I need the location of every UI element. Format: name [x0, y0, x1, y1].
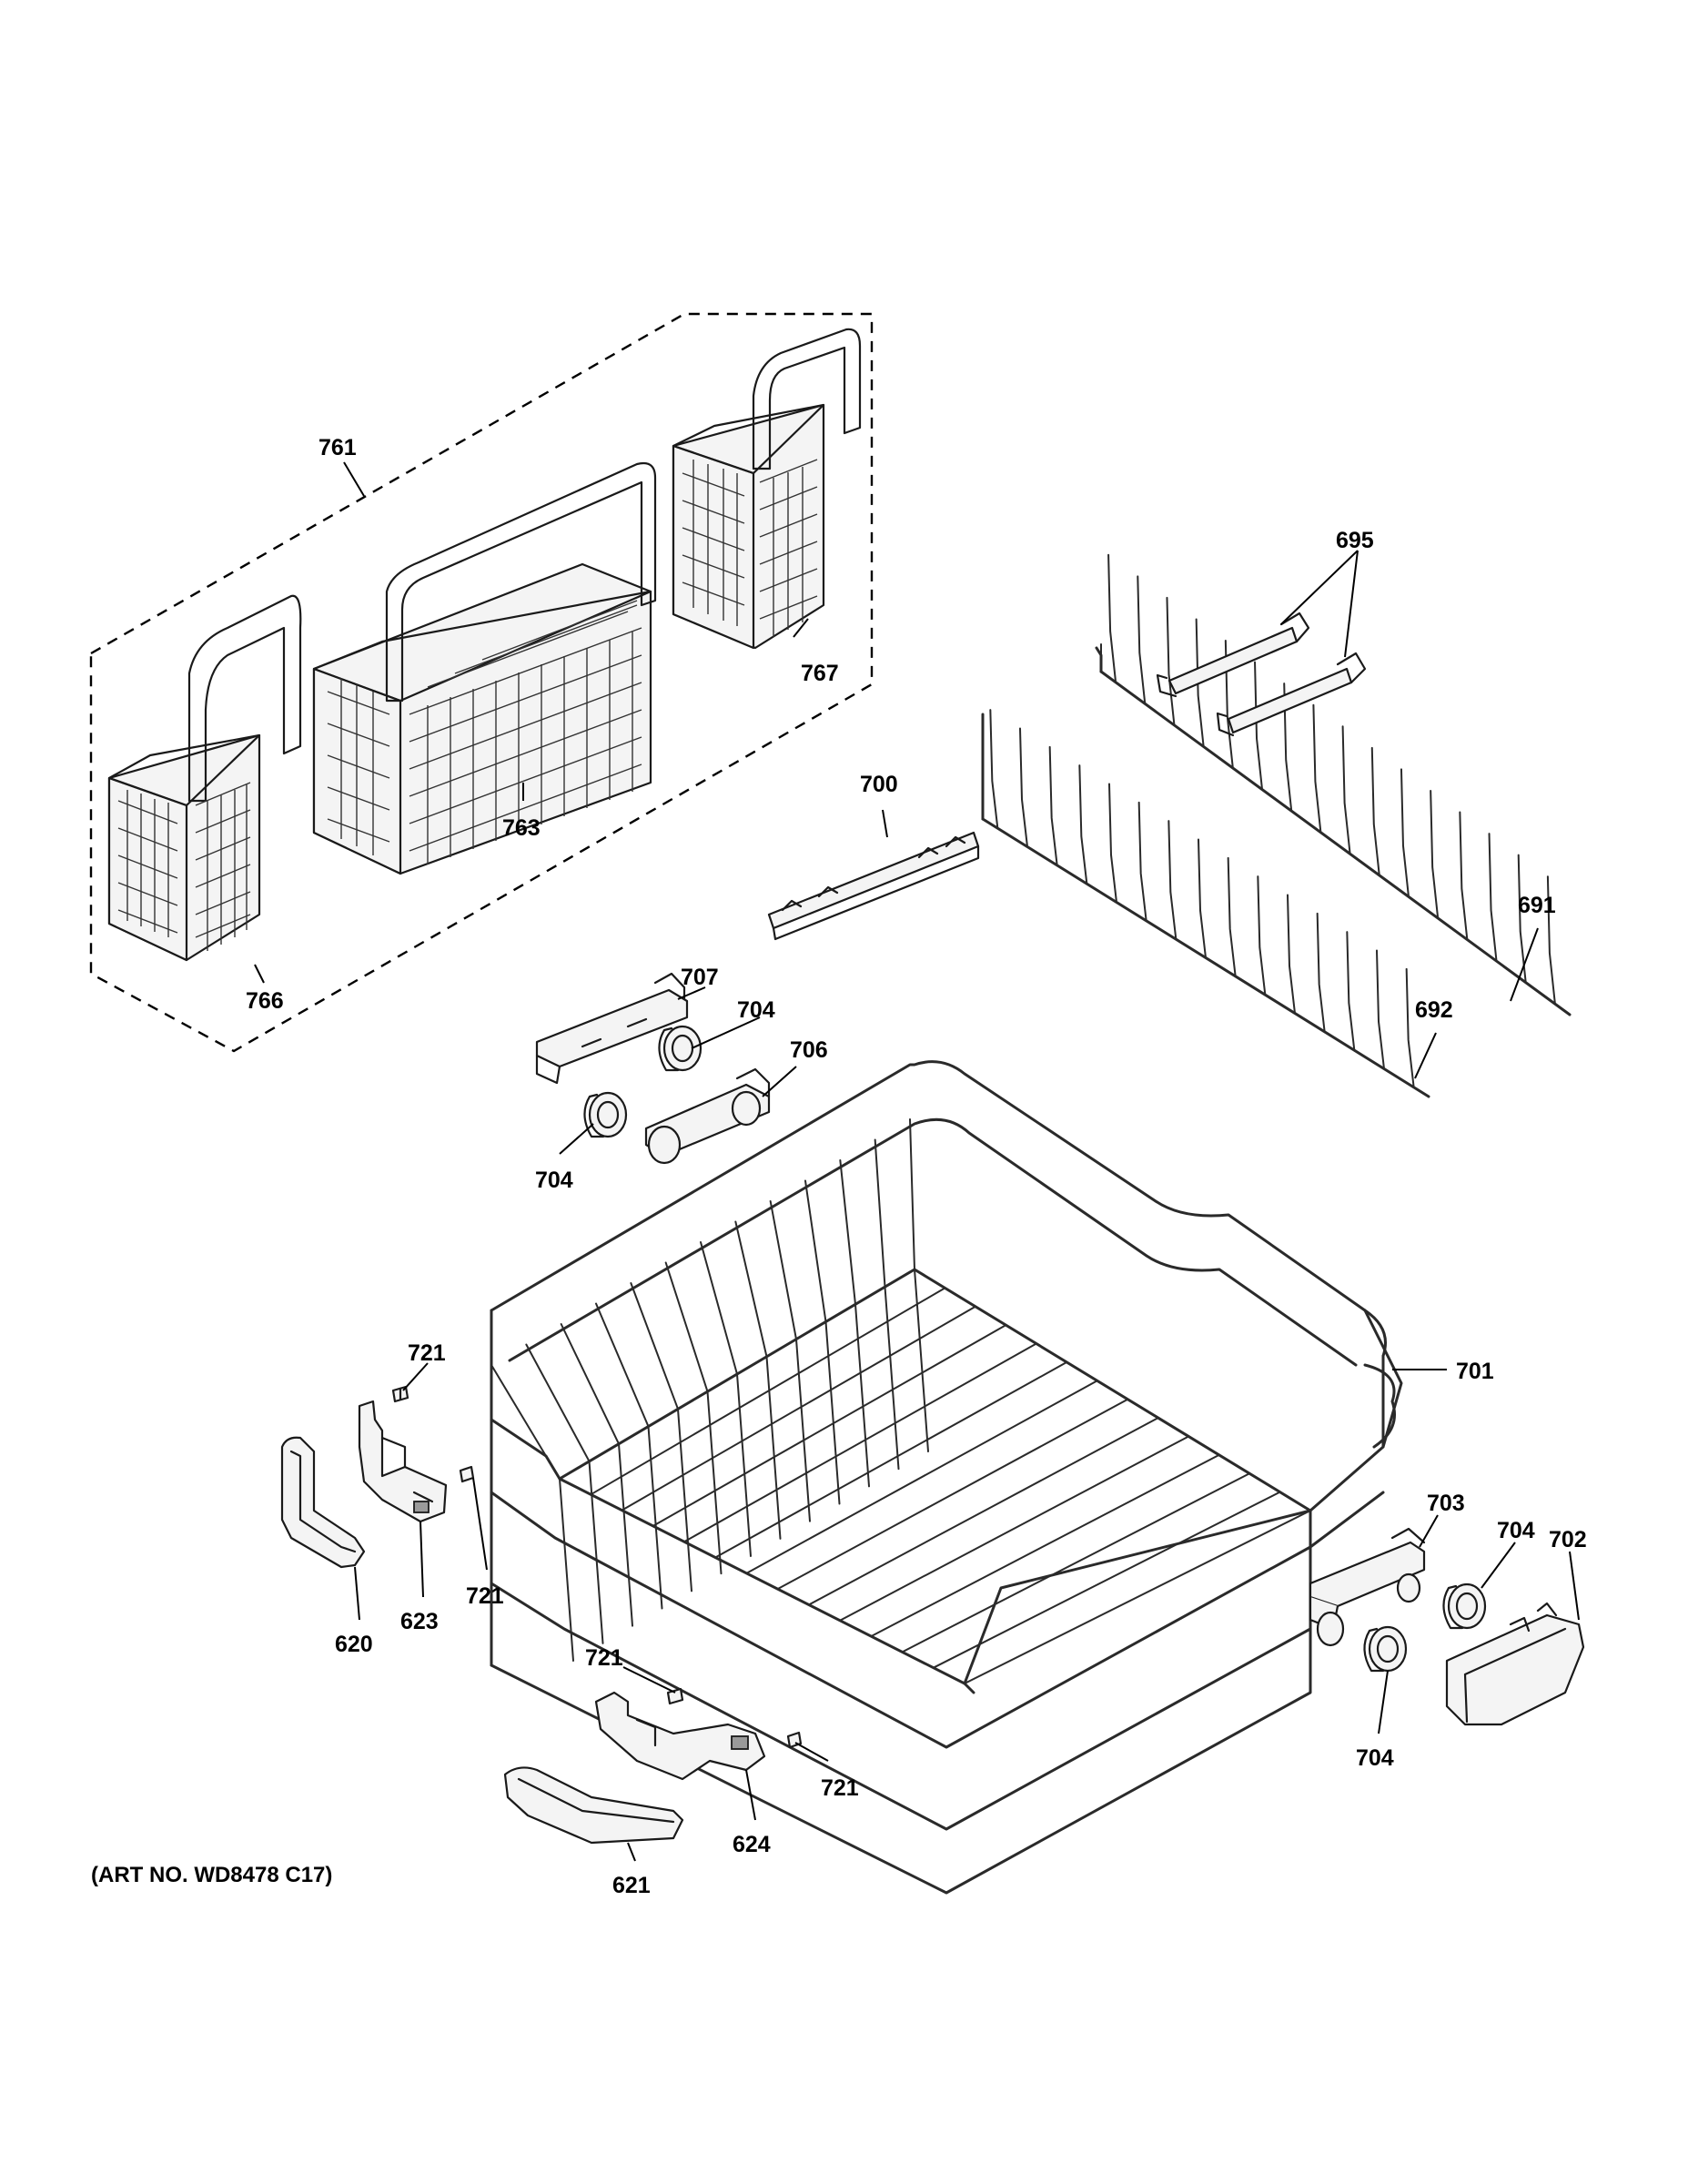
- screw-721-c[interactable]: [666, 1687, 684, 1705]
- callout-624: 624: [733, 1832, 771, 1857]
- rack-rail-706[interactable]: [644, 1067, 771, 1165]
- callout-703: 703: [1427, 1491, 1465, 1516]
- small-basket-767[interactable]: [672, 328, 862, 650]
- callout-labels: 761 767 763 766 695 700 691 692 707 704 …: [91, 435, 1587, 1898]
- callout-721-b: 721: [466, 1583, 504, 1609]
- silverware-basket-group: [89, 312, 874, 1053]
- callout-704-a: 704: [737, 997, 775, 1023]
- callout-763: 763: [502, 815, 541, 841]
- rack-wheel-704-a[interactable]: [658, 1025, 702, 1072]
- art-number: (ART NO. WD8478 C17): [91, 1863, 332, 1887]
- leader-lines: [254, 461, 1580, 1862]
- callout-721-d: 721: [821, 1775, 859, 1801]
- rack-wheel-704-b[interactable]: [583, 1091, 628, 1138]
- callout-692: 692: [1415, 997, 1453, 1023]
- tine-clip-695[interactable]: [1156, 612, 1367, 737]
- tine-row-691[interactable]: [1095, 553, 1572, 1016]
- rack-wheel-704-c[interactable]: [1442, 1582, 1487, 1630]
- rack-wheel-704-d[interactable]: [1363, 1625, 1408, 1673]
- callout-700: 700: [860, 772, 898, 797]
- callout-721-c: 721: [585, 1645, 623, 1671]
- callout-691: 691: [1518, 893, 1556, 918]
- callout-707: 707: [681, 965, 719, 990]
- rack-rail-703[interactable]: [1309, 1527, 1426, 1647]
- callout-695: 695: [1336, 528, 1374, 553]
- callout-704-b: 704: [535, 1168, 573, 1193]
- callout-620: 620: [335, 1632, 373, 1657]
- callout-761: 761: [318, 435, 357, 460]
- screw-721-b[interactable]: [459, 1465, 475, 1483]
- end-cap-702[interactable]: [1445, 1602, 1585, 1726]
- rack-bar-700[interactable]: [767, 831, 980, 941]
- bracket-624[interactable]: [594, 1691, 766, 1781]
- large-basket-763[interactable]: [312, 461, 657, 875]
- callout-702: 702: [1549, 1527, 1587, 1552]
- callout-704-d: 704: [1356, 1745, 1394, 1771]
- bracket-623[interactable]: [358, 1400, 448, 1523]
- trim-piece-621[interactable]: [503, 1766, 684, 1845]
- trim-piece-620[interactable]: [280, 1436, 366, 1569]
- tine-row-692[interactable]: [981, 709, 1430, 1098]
- rack-rail-707[interactable]: [535, 972, 689, 1085]
- callout-621: 621: [612, 1873, 651, 1898]
- callout-704-c: 704: [1497, 1518, 1535, 1543]
- callout-767: 767: [801, 661, 839, 686]
- small-basket-766[interactable]: [107, 594, 302, 962]
- lower-rack-701[interactable]: [490, 1060, 1403, 1895]
- callout-721-a: 721: [408, 1340, 446, 1366]
- callout-623: 623: [400, 1609, 439, 1634]
- callout-766: 766: [246, 988, 284, 1014]
- callout-701: 701: [1456, 1359, 1494, 1384]
- callout-706: 706: [790, 1037, 828, 1063]
